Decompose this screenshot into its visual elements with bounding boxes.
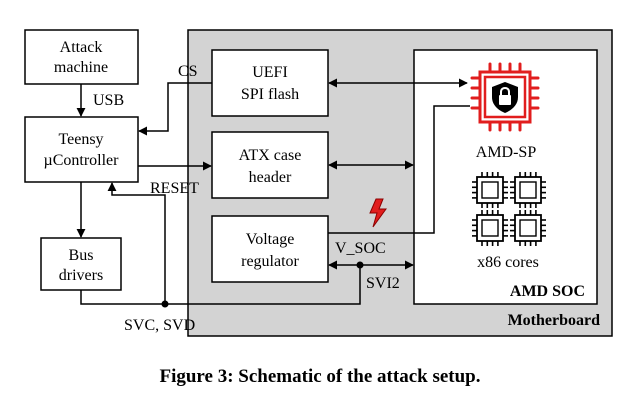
usb-label: USB (93, 92, 124, 109)
v-soc-wire (328, 105, 470, 234)
cpu-core-icon (472, 210, 508, 246)
atx-line2: header (249, 169, 292, 186)
amd-sp-label: AMD-SP (476, 144, 537, 161)
attack-machine-line1: Attack (60, 39, 103, 56)
cpu-core-icon (510, 172, 546, 208)
glitch-bolt-icon (369, 198, 387, 228)
atx-line1: ATX case (239, 147, 302, 164)
cpu-core-icon (472, 172, 508, 208)
bus-drivers-box (40, 237, 122, 291)
teensy-line2: µController (44, 152, 120, 169)
bus-junction-dot (161, 300, 169, 308)
x86-cores-group (472, 172, 546, 246)
x86-cores-label: x86 cores (477, 254, 539, 271)
svi2-label: SVI2 (366, 275, 400, 292)
svi2-junction-dot (356, 261, 364, 269)
uefi-box (211, 49, 329, 117)
reset-label: RESET (150, 180, 199, 197)
uefi-line1: UEFI (252, 64, 288, 81)
teensy-line1: Teensy (58, 131, 103, 148)
voltage-line2: regulator (241, 253, 299, 270)
cs-wire (138, 82, 212, 136)
amd-sp-chip-lock-icon (470, 62, 540, 132)
attack-machine-box (24, 29, 139, 85)
figure-caption: Figure 3: Schematic of the attack setup. (159, 366, 481, 387)
uefi-line2: SPI flash (241, 86, 299, 103)
amd-soc-label: AMD SOC (510, 283, 585, 300)
cpu-core-icon (510, 210, 546, 246)
v-soc-label: V_SOC (335, 240, 386, 257)
voltage-line1: Voltage (246, 231, 295, 248)
bus-drivers-line1: Bus (69, 247, 94, 264)
attack-machine-line2: machine (54, 59, 108, 76)
svc-feedback-wire (107, 182, 166, 304)
bus-drivers-line2: drivers (59, 267, 103, 284)
svc-svd-bus-wire (80, 265, 361, 305)
cs-label: CS (178, 63, 198, 80)
motherboard-label: Motherboard (508, 312, 601, 329)
teensy-box (24, 116, 139, 183)
svc-svd-label: SVC, SVD (124, 317, 195, 334)
atx-box (211, 131, 329, 199)
voltage-box (211, 215, 329, 283)
